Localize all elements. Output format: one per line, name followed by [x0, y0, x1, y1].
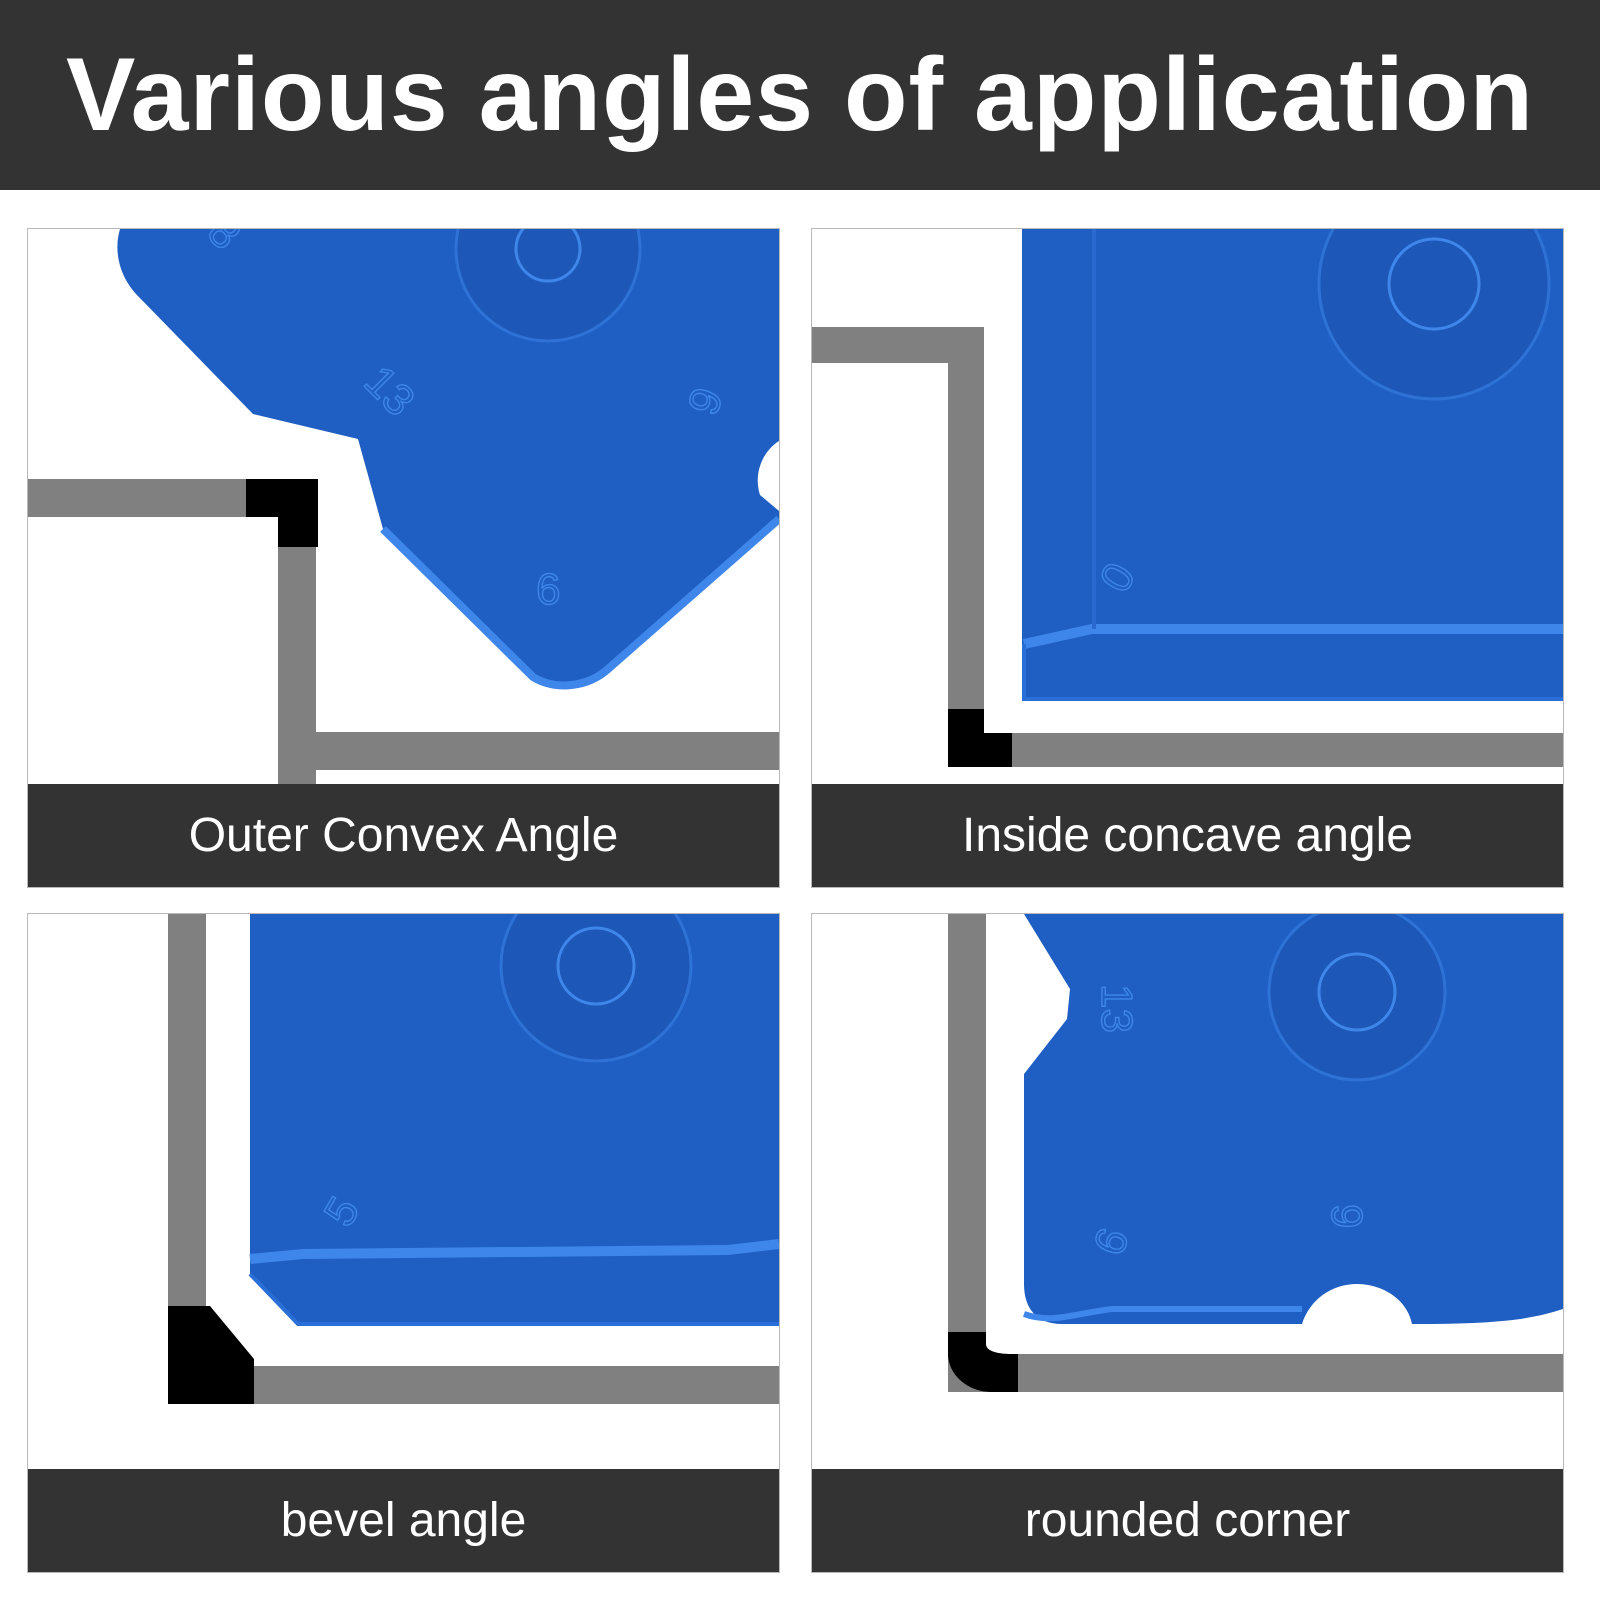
wall-top-segment: [28, 479, 273, 517]
wall-bottom-segment: [948, 1354, 1563, 1392]
outer-convex-angle-illustration: 8 13 9 6: [28, 229, 779, 784]
scraper-size-label: 9: [1322, 1204, 1371, 1228]
caption-bar: Inside concave angle: [812, 784, 1563, 887]
sealant-bead: [948, 709, 1012, 767]
rounded-corner-illustration: 13 9 6: [948, 914, 1563, 1392]
caulking-scraper: [1022, 914, 1563, 1324]
caption-text: Outer Convex Angle: [188, 809, 619, 862]
caption-text: rounded corner: [1024, 1494, 1351, 1547]
page-header: Various angles of application: [0, 0, 1600, 190]
wall-vertical-segment: [948, 914, 986, 1392]
wall-vertical-segment: [948, 327, 984, 767]
caption-bar: Outer Convex Angle: [28, 784, 779, 887]
caption-text: Inside concave angle: [962, 809, 1413, 862]
wall-bottom-segment: [948, 733, 1563, 767]
panel-rounded-corner: 13 9 6 rounded corner: [811, 913, 1564, 1573]
panel-outer-convex-angle: 8 13 9 6 Outer Convex Angle: [27, 228, 780, 888]
caulking-scraper: [248, 914, 779, 1326]
panel-bevel-angle: 5 bevel angle: [27, 913, 780, 1573]
caption-bar: bevel angle: [28, 1469, 779, 1572]
bevel-angle-illustration: 5: [168, 914, 779, 1404]
sealant-bead: [948, 1332, 1018, 1392]
page-title: Various angles of application: [66, 36, 1534, 153]
panel-inside-concave-angle: 0 Inside concave angle: [811, 228, 1564, 888]
sealant-bead: [168, 1306, 254, 1404]
scraper-size-label: 13: [1092, 984, 1141, 1033]
caption-bar: rounded corner: [812, 1469, 1563, 1572]
caulking-scraper: [117, 229, 779, 690]
wall-bottom-segment: [168, 1366, 779, 1404]
wall-bottom-segment: [278, 732, 779, 770]
sealant-bead: [246, 479, 318, 547]
inside-concave-angle-illustration: 0: [812, 229, 1563, 767]
caption-text: bevel angle: [280, 1494, 527, 1547]
caulking-scraper: [1022, 229, 1563, 701]
scraper-size-label: 6: [536, 565, 560, 614]
